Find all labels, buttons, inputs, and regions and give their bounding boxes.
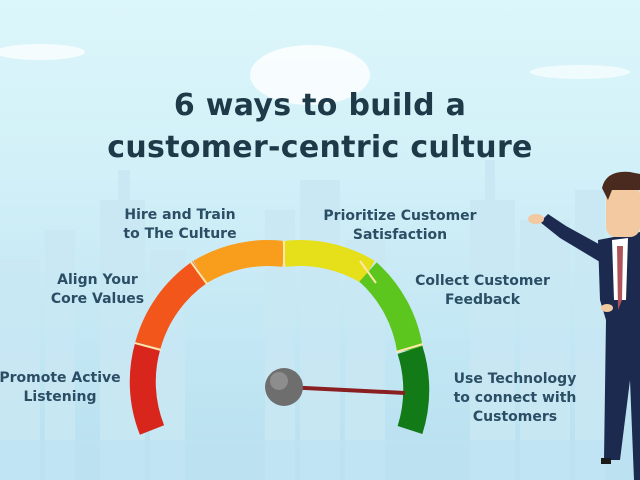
gauge-segment-3 bbox=[193, 240, 286, 284]
step-hire-and-train: Hire and Train to The Culture bbox=[123, 207, 237, 242]
step-collect-feedback: Collect Customer Feedback bbox=[415, 273, 550, 308]
gauge-segment-1 bbox=[129, 341, 165, 435]
gauge-needle bbox=[284, 385, 406, 395]
gauge-segment-6 bbox=[397, 346, 430, 434]
infographic-title-line-1: 6 ways to build a bbox=[173, 88, 467, 123]
gauge-segment-4 bbox=[282, 240, 375, 284]
gauge-segment-2 bbox=[135, 261, 208, 349]
gauge-segment-5 bbox=[359, 262, 423, 353]
step-promote-active-listening: Promote Active Listening bbox=[0, 370, 121, 405]
step-use-technology: Use Technology to connect with Customers bbox=[453, 371, 577, 425]
infographic-title-line-2: customer-centric culture bbox=[107, 130, 533, 165]
step-prioritize-satisfaction: Prioritize Customer Satisfaction bbox=[323, 208, 477, 243]
step-align-core-values: Align Your Core Values bbox=[50, 272, 145, 307]
